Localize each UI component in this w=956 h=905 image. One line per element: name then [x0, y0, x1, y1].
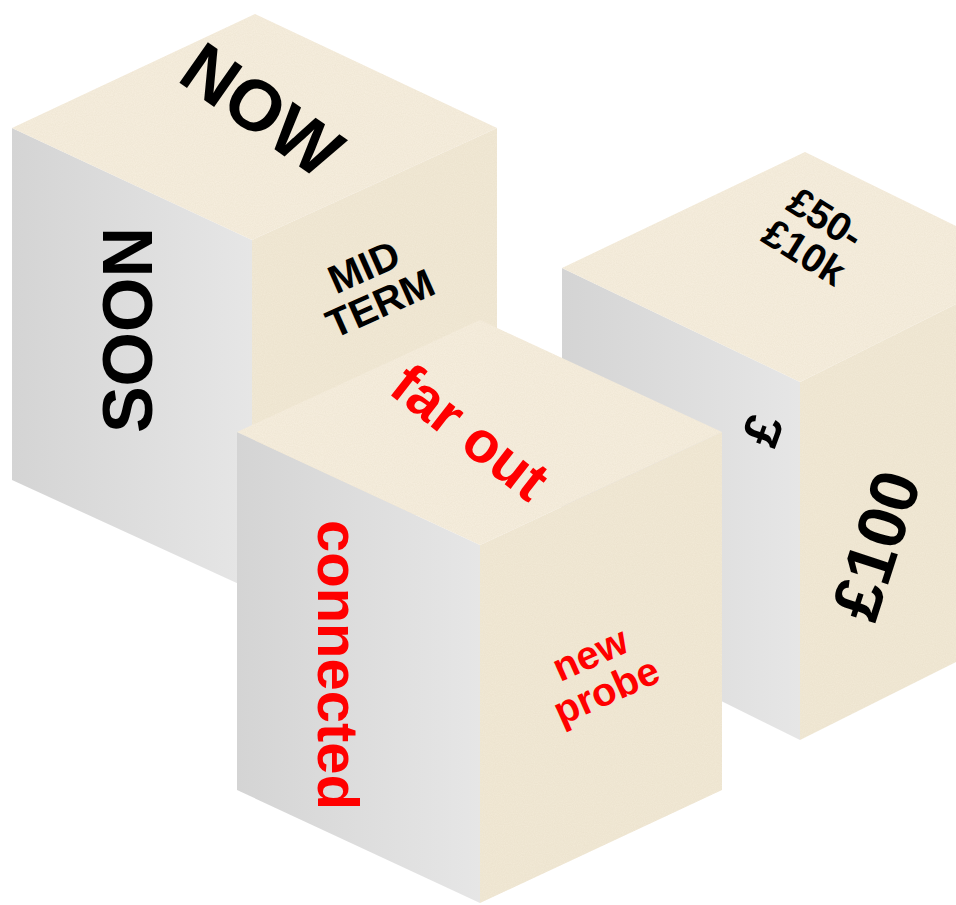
face-label: far out	[381, 354, 559, 511]
cube-node: far outconnected new probe	[237, 320, 722, 903]
face-label: £50- £10k	[747, 172, 883, 298]
face-label: NOW	[169, 30, 354, 190]
face-label: connected	[309, 520, 367, 810]
cube-far-out	[237, 320, 722, 903]
face-label: new probe	[490, 595, 705, 749]
face-label: SOON	[93, 227, 163, 433]
cube-top-face	[562, 152, 956, 382]
cube-top-face	[12, 14, 497, 240]
face-label: £100	[820, 463, 931, 628]
cube-node: NOWSOON MID TERM	[12, 14, 497, 590]
face-label: MID TERM	[269, 210, 475, 360]
cube-top-face	[237, 320, 722, 545]
face-label: £	[733, 408, 792, 453]
